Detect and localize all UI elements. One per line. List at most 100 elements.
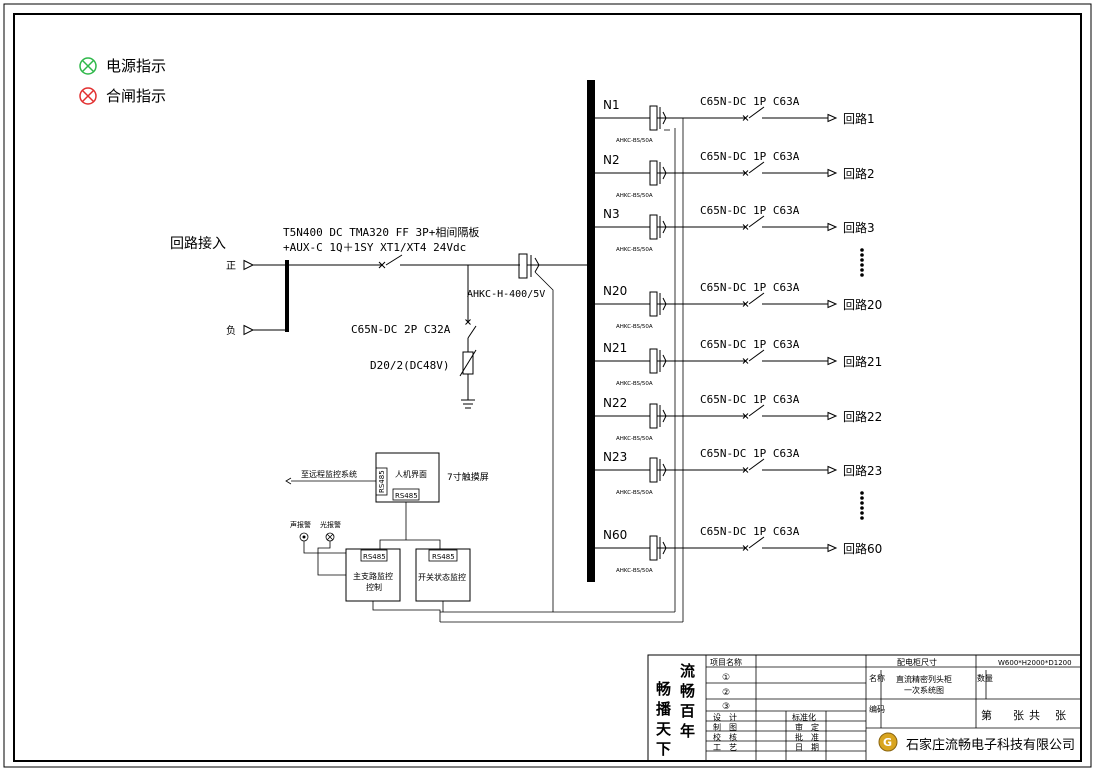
- hmi-side-port: [375, 467, 388, 496]
- current-sensor-icon: [649, 214, 658, 240]
- closing-indicator-icon: [79, 87, 97, 105]
- date-label: 日 期: [795, 743, 819, 752]
- output-arrow-icon: [827, 168, 838, 178]
- calligraphy-char: 下: [656, 740, 671, 758]
- breaker-blade: [748, 292, 765, 305]
- switch-mon-port-label: RS485: [432, 553, 455, 561]
- breaker-cross-icon: [742, 467, 749, 473]
- feeder-breaker-label: C65N-DC 1P C63A: [700, 338, 800, 351]
- current-sensor-icon: [649, 105, 658, 131]
- craft-label: 工 艺: [713, 743, 737, 752]
- company-logo-icon: [878, 732, 898, 752]
- continuation-dots-lower: [860, 491, 864, 520]
- current-sensor-label: AHKC-BS/50A: [616, 324, 653, 330]
- output-arrow-icon: [827, 222, 838, 232]
- feeder-node-label: N1: [603, 98, 620, 112]
- main-ctrl-label-1: 主支路监控: [353, 571, 393, 581]
- sheet-first: 第: [981, 708, 992, 722]
- main-breaker-line2: +AUX-C 1Q＋1SY XT1/XT4 24Vdc: [283, 241, 466, 254]
- positive-terminal-icon: [243, 259, 255, 271]
- sheet-zhang-1: 张: [1013, 709, 1024, 722]
- name-line-1: 直流精密列头柜: [896, 674, 952, 684]
- sound-alarm-wire: [303, 541, 346, 554]
- project-name-label: 项目名称: [710, 657, 742, 667]
- breaker-cross-icon: [742, 358, 749, 364]
- name-label: 名称: [869, 673, 885, 683]
- cabinet-size-label: 配电柜尺寸: [897, 657, 937, 667]
- title-block: 项目名称 ① ② ③ 设 计 制 图 校 核 工 艺 标准化 审 定 批 准 日…: [647, 654, 1082, 762]
- breaker-cross-icon: [742, 301, 749, 307]
- check-label: 校 核: [713, 732, 737, 742]
- output-arrow-icon: [827, 113, 838, 123]
- current-sensor-icon: [649, 291, 658, 317]
- breaker-blade: [748, 536, 765, 549]
- light-alarm-label: 光报警: [320, 520, 341, 529]
- main-ctrl-port: [360, 549, 388, 562]
- breaker-cross-icon: [742, 115, 749, 121]
- breaker-blade: [748, 404, 765, 417]
- approve-label: 批 准: [795, 732, 819, 742]
- spd-breaker-cross-icon: [465, 319, 471, 325]
- feeder-output-label: 回路22: [843, 409, 882, 424]
- spd-diagonal: [459, 349, 477, 377]
- hmi-bottom-port-label: RS485: [395, 492, 418, 500]
- sound-alarm-label: 声报警: [290, 520, 311, 529]
- sound-alarm-dot: [302, 535, 306, 539]
- feeder-breaker-label: C65N-DC 1P C63A: [700, 525, 800, 538]
- standard-label: 标准化: [792, 712, 816, 722]
- main-ctrl-port-label: RS485: [363, 553, 386, 561]
- power-indicator-icon: [79, 57, 97, 75]
- positive-label: 正: [226, 261, 236, 272]
- breaker-cross-icon: [742, 170, 749, 176]
- breaker-blade: [748, 161, 765, 174]
- feeder-output-label: 回路23: [843, 463, 882, 478]
- breaker-blade: [748, 106, 765, 119]
- feeder-node-label: N23: [603, 450, 627, 464]
- feeder-node-label: N3: [603, 207, 620, 221]
- calligraphy-char: 流: [680, 662, 695, 680]
- main-breaker-line1: T5N400 DC TMA320 FF 3P+相间隔板: [283, 225, 479, 239]
- current-sensor-icon: [649, 160, 658, 186]
- feeder-output-label: 回路20: [843, 297, 882, 312]
- review-label: 审 定: [795, 722, 819, 732]
- outer-border: [3, 3, 1092, 768]
- legend-closing-indicator: 合闸指示: [79, 87, 166, 105]
- calligraphy-char: 百: [680, 702, 695, 720]
- input-title: 回路接入: [170, 235, 226, 252]
- current-sensor-icon: [649, 403, 658, 429]
- current-sensor-label: AHKC-BS/50A: [616, 247, 653, 253]
- calligraphy-char: 天: [656, 720, 672, 738]
- legend-label-power: 电源指示: [106, 57, 166, 75]
- dc-bus-bar: [587, 80, 595, 582]
- light-alarm-cross: [326, 533, 334, 541]
- remote-label: 至远程监控系统: [301, 469, 357, 479]
- current-sensor-label: AHKC-BS/50A: [616, 138, 653, 144]
- output-arrow-icon: [827, 543, 838, 553]
- current-sensor-label: AHKC-BS/50A: [616, 193, 653, 199]
- switch-mon-label: 开关状态监控: [418, 572, 466, 582]
- remote-arrow-icon: [285, 477, 292, 485]
- sheet-total: 共: [1029, 709, 1040, 722]
- design-label: 设 计: [713, 712, 737, 722]
- output-arrow-icon: [827, 465, 838, 475]
- output-arrow-icon: [827, 299, 838, 309]
- breaker-cross-icon: [742, 545, 749, 551]
- item-3: ③: [722, 702, 730, 712]
- calligraphy-char: 畅: [656, 680, 671, 698]
- current-sensor-label: AHKC-BS/50A: [616, 381, 653, 387]
- hall-sensor-label: AHKC-H-400/5V: [467, 289, 545, 300]
- legend-power-indicator: 电源指示: [79, 57, 166, 75]
- feeder-breaker-label: C65N-DC 1P C63A: [700, 447, 800, 460]
- feeder-breaker-label: C65N-DC 1P C63A: [700, 281, 800, 294]
- breaker-cross-icon: [742, 413, 749, 419]
- negative-label: 负: [226, 324, 236, 337]
- feeder-breaker-label: C65N-DC 1P C63A: [700, 150, 800, 163]
- legend-label-closing: 合闸指示: [106, 87, 166, 105]
- calligraphy-char: 播: [656, 700, 672, 718]
